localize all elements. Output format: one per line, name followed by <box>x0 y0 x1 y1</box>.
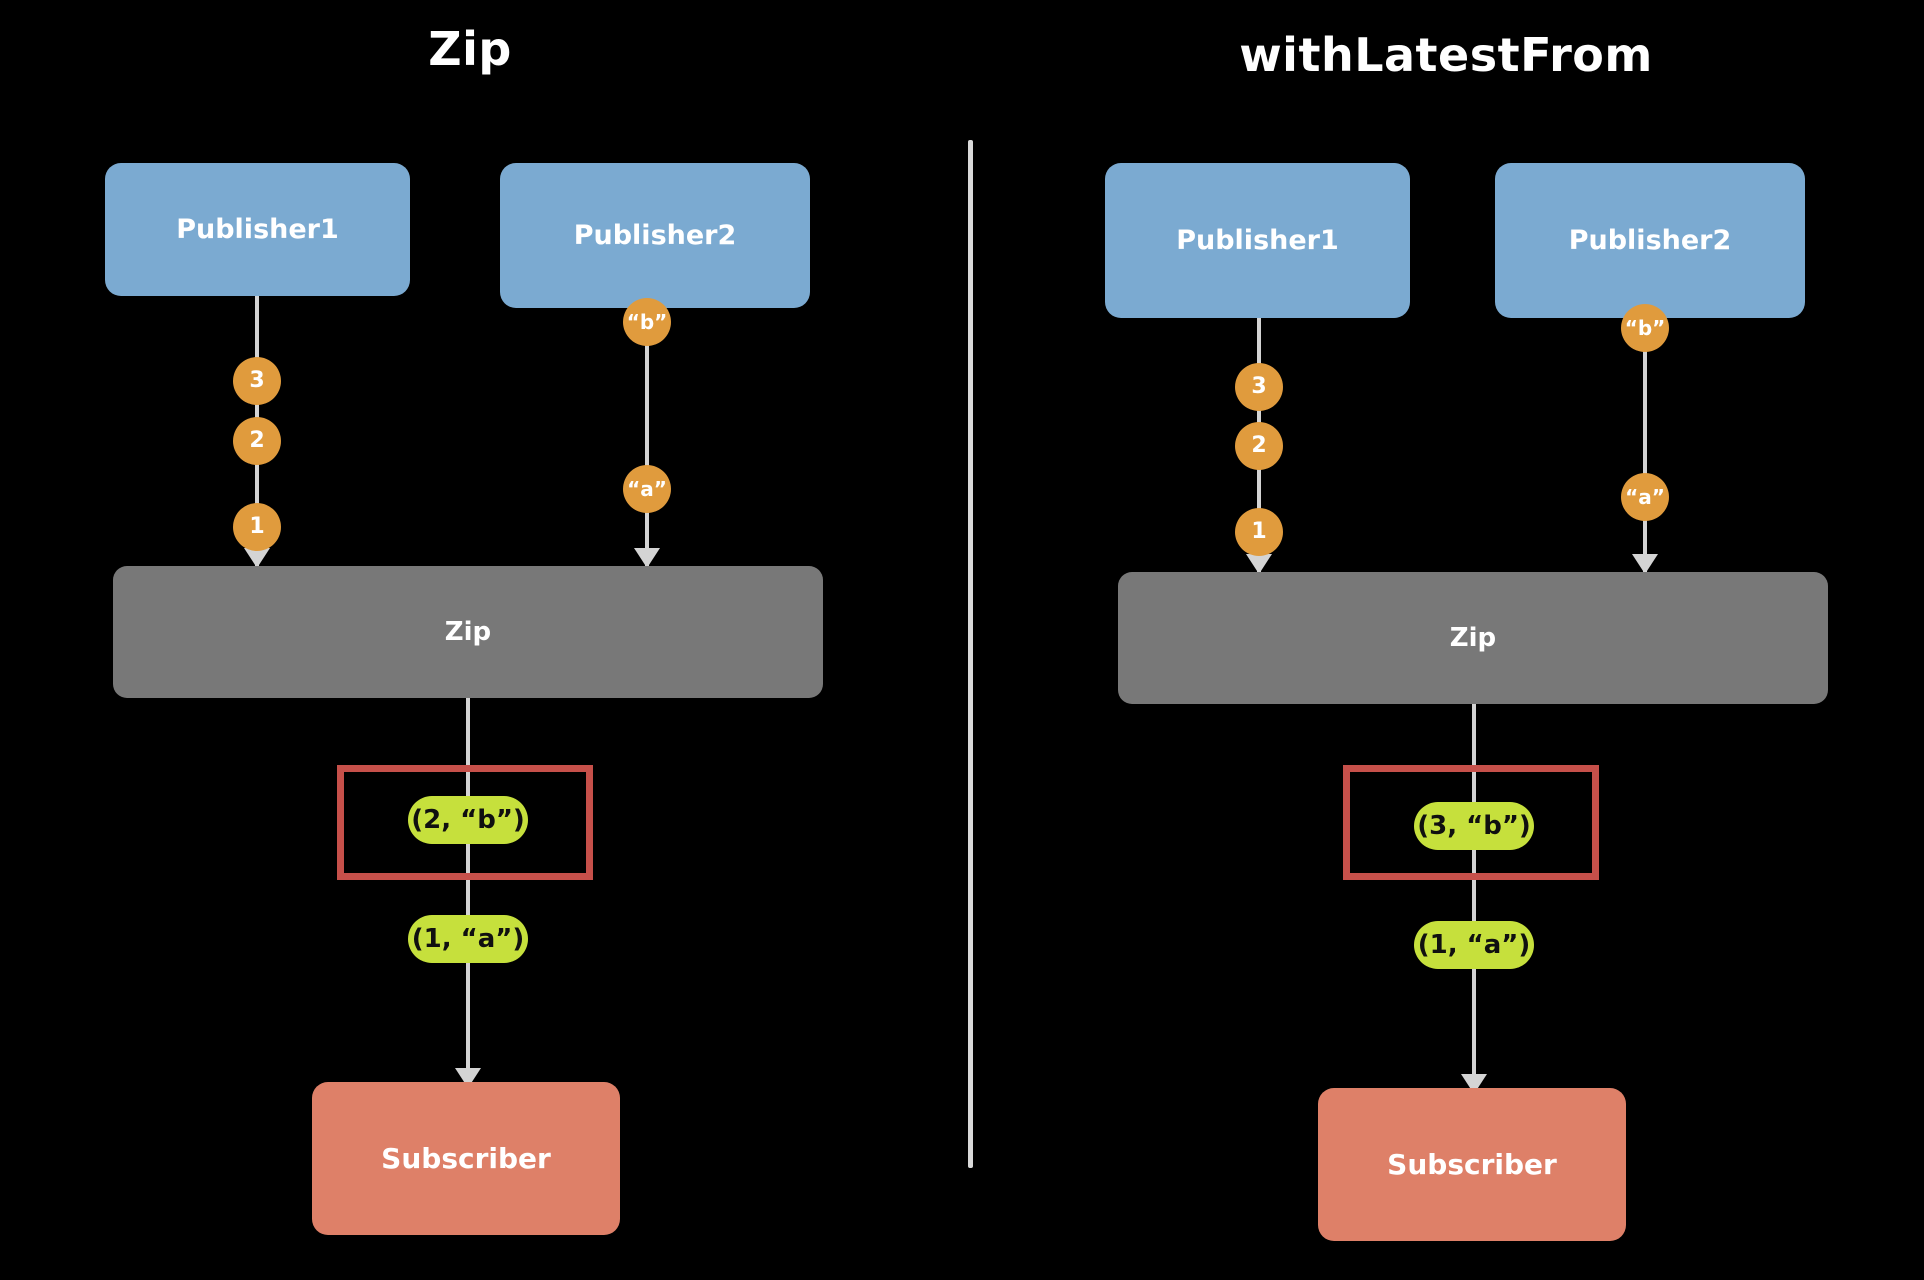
right-token-p1-0: 3 <box>1235 363 1283 411</box>
right-subscriber-box: Subscriber <box>1318 1088 1626 1241</box>
right-publisher1-label: Publisher1 <box>1176 225 1339 256</box>
left-arrowhead-publisher1 <box>244 548 270 568</box>
left-publisher1-box: Publisher1 <box>105 163 410 296</box>
left-operator-label: Zip <box>444 617 492 647</box>
right-token-p2-0: “b” <box>1621 304 1669 352</box>
left-token-p2-0: “b” <box>623 298 671 346</box>
right-publisher2-label: Publisher2 <box>1568 225 1732 256</box>
right-publisher2-box: Publisher2 <box>1495 163 1805 318</box>
left-highlight-rect <box>337 765 593 880</box>
panel-title-zip: Zip <box>428 22 512 76</box>
right-token-p1-1: 2 <box>1235 422 1283 470</box>
left-token-p2-1: “a” <box>623 465 671 513</box>
left-connector-publisher2 <box>645 300 649 566</box>
right-connector-publisher2 <box>1643 308 1647 572</box>
left-publisher2-label: Publisher2 <box>573 220 737 251</box>
left-output-pill-0: (2, “b”) <box>408 796 528 844</box>
left-publisher1-label: Publisher1 <box>176 214 339 245</box>
left-operator-box: Zip <box>113 566 823 698</box>
panel-divider <box>968 140 973 1168</box>
right-arrowhead-publisher1 <box>1246 554 1272 574</box>
right-operator-box: Zip <box>1118 572 1828 704</box>
right-publisher1-box: Publisher1 <box>1105 163 1410 318</box>
left-subscriber-label: Subscriber <box>381 1142 551 1175</box>
right-output-pill-0: (3, “b”) <box>1414 802 1534 850</box>
right-arrowhead-publisher2 <box>1632 554 1658 574</box>
left-arrowhead-publisher2 <box>634 548 660 568</box>
right-operator-label: Zip <box>1449 623 1497 653</box>
left-subscriber-box: Subscriber <box>312 1082 620 1235</box>
right-highlight-rect <box>1343 765 1599 880</box>
left-connector-output <box>466 698 470 1088</box>
left-token-p1-1: 2 <box>233 417 281 465</box>
left-token-p1-0: 3 <box>233 357 281 405</box>
panel-title-withlatestfrom: withLatestFrom <box>1239 28 1653 82</box>
left-publisher2-box: Publisher2 <box>500 163 810 308</box>
left-output-pill-1: (1, “a”) <box>408 915 528 963</box>
right-connector-output <box>1472 704 1476 1094</box>
right-subscriber-label: Subscriber <box>1387 1148 1557 1181</box>
right-output-pill-1: (1, “a”) <box>1414 921 1534 969</box>
right-token-p1-2: 1 <box>1235 508 1283 556</box>
right-token-p2-1: “a” <box>1621 473 1669 521</box>
left-token-p1-2: 1 <box>233 503 281 551</box>
